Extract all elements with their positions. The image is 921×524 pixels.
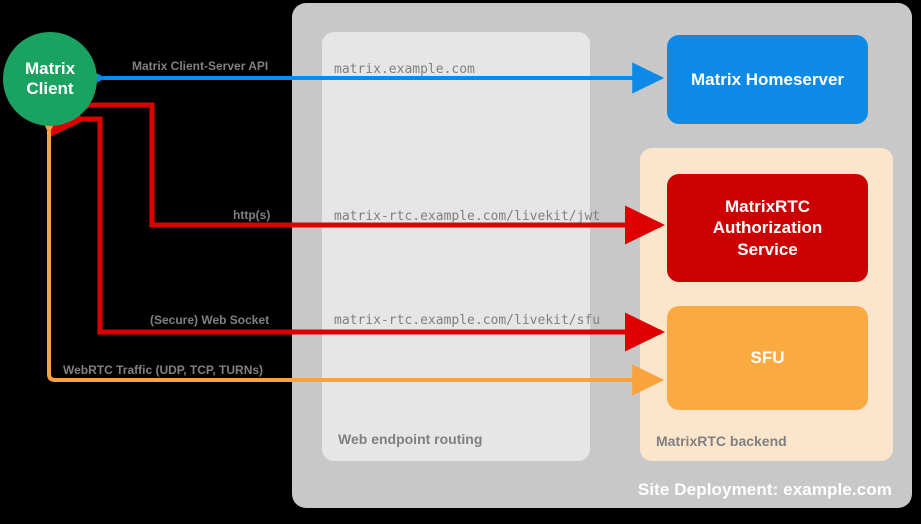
label-matrix-client-server-api: Matrix Client-Server API [132, 59, 269, 73]
matrix-client-label-line1: Matrix [24, 59, 76, 79]
endpoint-livekit-jwt: matrix-rtc.example.com/livekit/jwt [334, 209, 601, 224]
sfu-label: SFU [750, 348, 785, 367]
auth-service-label-line3: Service [737, 239, 798, 259]
endpoint-livekit-sfu: matrix-rtc.example.com/livekit/sfu [334, 313, 601, 328]
matrixrtc-backend-label: MatrixRTC backend [656, 433, 787, 449]
node-sfu[interactable]: SFU [667, 306, 868, 410]
auth-service-label: MatrixRTC Authorization Service [713, 196, 823, 260]
arrow-webrtc-traffic-to-sfu [33, 102, 665, 396]
site-deployment-label: Site Deployment: example.com [637, 480, 892, 499]
matrix-homeserver-label: Matrix Homeserver [690, 69, 845, 89]
web-endpoint-routing-label: Web endpoint routing [338, 431, 483, 447]
matrix-client-label: Matrix Client [25, 59, 75, 98]
label-https: http(s) [233, 208, 271, 222]
endpoint-matrix-example-com: matrix.example.com [334, 62, 475, 77]
auth-service-label-line2: Authorization [712, 218, 823, 238]
auth-service-label-line1: MatrixRTC [724, 197, 810, 217]
node-matrix-client[interactable]: Matrix Client [3, 32, 97, 126]
node-matrix-homeserver[interactable]: Matrix Homeserver [667, 35, 868, 124]
label-secure-web-socket: (Secure) Web Socket [150, 313, 270, 327]
node-matrixrtc-authorization-service[interactable]: MatrixRTC Authorization Service [667, 174, 868, 282]
arrow-https-to-auth-service [55, 85, 666, 245]
label-webrtc-traffic: WebRTC Traffic (UDP, TCP, TURNs) [63, 363, 264, 377]
matrix-client-label-line2: Client [26, 79, 74, 98]
